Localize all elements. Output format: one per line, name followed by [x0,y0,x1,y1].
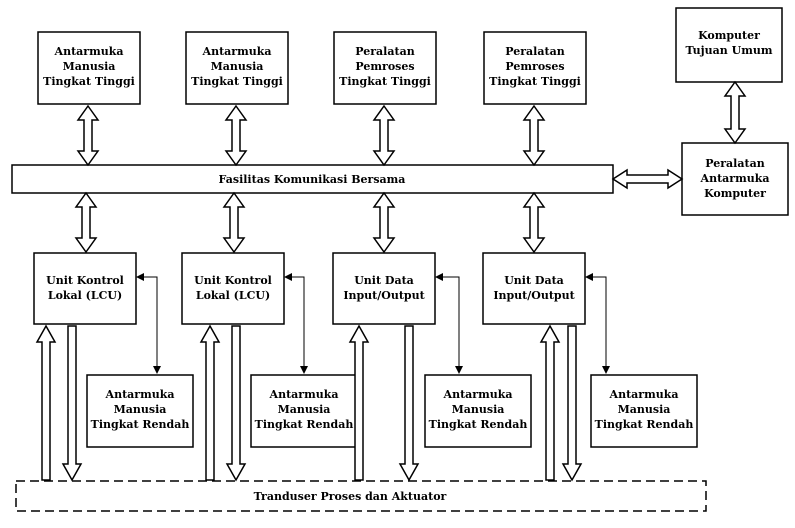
top-box-3-line-3: Tingkat Tinggi [339,75,431,88]
computer-interface-box: Peralatan Antarmuka Komputer [681,142,789,216]
control-unit-2-line-2: Lokal (LCU) [196,289,270,302]
top-box-4-line-3: Tingkat Tinggi [489,75,581,88]
control-unit-3-line-2: Input/Output [343,289,425,302]
unit-low-connector-head-3 [435,273,443,281]
bus-label: Fasilitas Komunikasi Bersama [219,173,406,186]
low-level-box-2-line-2: Manusia [278,403,331,416]
bus-unit-arrow-3 [372,191,396,254]
control-unit-4-line-2: Input/Output [493,289,575,302]
communication-bus: Fasilitas Komunikasi Bersama [11,164,614,194]
top-box-4-line-2: Pemroses [505,60,564,73]
interface-box-line-3: Komputer [704,187,766,200]
bus-interface-arrow [611,168,684,190]
low-level-box-2-line-3: Tingkat Rendah [255,418,354,431]
top-box-3-line-2: Pemroses [355,60,414,73]
computer-box: Komputer Tujuan Umum [675,7,783,83]
low-level-box-2-line-1: Antarmuka [269,388,339,401]
top-box-4-line-1: Peralatan [505,45,564,58]
unit-transducer-up-arrow-1 [35,324,57,481]
unit-transducer-up-arrow-4 [539,324,561,481]
low-level-box-3-line-3: Tingkat Rendah [429,418,528,431]
low-level-box-1-line-3: Tingkat Rendah [91,418,190,431]
top-box-3-line-1: Peralatan [355,45,414,58]
top-box-2-line-3: Tingkat Tinggi [191,75,283,88]
unit-low-connector-3 [443,276,463,374]
interface-box-line-2: Antarmuka [700,172,770,185]
control-unit-4-line-1: Unit Data [504,274,564,287]
control-unit-3-line-1: Unit Data [354,274,414,287]
unit-low-connector-head-2 [284,273,292,281]
computer-box-line-2: Tujuan Umum [686,44,773,57]
top-box-2-line-1: Antarmuka [202,45,272,58]
control-unit-1-line-2: Lokal (LCU) [48,289,122,302]
bus-unit-arrow-1 [74,191,98,254]
top-bus-arrow-3 [372,104,396,167]
unit-transducer-down-arrow-2 [225,325,247,482]
top-box-1-line-1: Antarmuka [54,45,124,58]
control-unit-1-line-1: Unit Kontrol [46,274,124,287]
bus-unit-arrow-2 [222,191,246,254]
transducer-box: Tranduser Proses dan Aktuator [15,480,707,512]
low-level-box-1-line-2: Manusia [114,403,167,416]
unit-low-connector-2 [292,276,308,374]
bus-unit-arrow-4 [522,191,546,254]
low-level-box-3-line-2: Manusia [452,403,505,416]
unit-low-connector-4 [593,276,610,374]
low-level-box-4-line-2: Manusia [618,403,671,416]
low-level-box-4-line-1: Antarmuka [609,388,679,401]
top-bus-arrow-4 [522,104,546,167]
transducer-label: Tranduser Proses dan Aktuator [254,490,447,503]
low-level-box-3-line-1: Antarmuka [443,388,513,401]
top-box-1-line-2: Manusia [63,60,116,73]
unit-transducer-up-arrow-2 [199,324,221,481]
control-unit-2-line-1: Unit Kontrol [194,274,272,287]
interface-box-line-1: Peralatan [705,157,764,170]
computer-interface-arrow [723,80,747,145]
top-box-2-line-2: Manusia [211,60,264,73]
top-bus-arrow-1 [76,104,100,167]
unit-low-connector-head-1 [136,273,144,281]
unit-transducer-up-arrow-3 [348,324,370,481]
unit-transducer-down-arrow-3 [398,325,420,482]
low-level-box-1-line-1: Antarmuka [105,388,175,401]
unit-low-connector-head-4 [585,273,593,281]
unit-transducer-down-arrow-1 [61,325,83,482]
computer-box-line-1: Komputer [698,29,760,42]
unit-low-connector-1 [144,276,161,374]
unit-transducer-down-arrow-4 [561,325,583,482]
top-box-1-line-3: Tingkat Tinggi [43,75,135,88]
top-bus-arrow-2 [224,104,248,167]
low-level-box-4-line-3: Tingkat Rendah [595,418,694,431]
